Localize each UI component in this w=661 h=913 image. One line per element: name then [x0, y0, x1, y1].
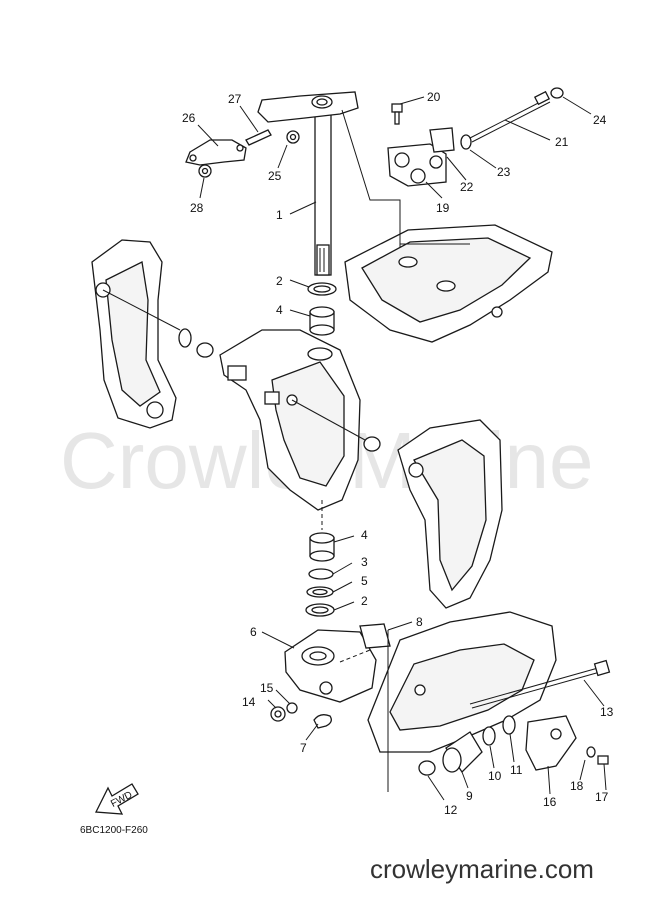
callout-24: 24: [593, 113, 607, 127]
washer-part-10[interactable]: [482, 726, 496, 746]
callout-10: 10: [488, 769, 502, 783]
clip-part-22[interactable]: [429, 127, 455, 153]
clip-part-8[interactable]: [359, 623, 391, 649]
clip-part-7[interactable]: [313, 714, 332, 729]
callout-22: 22: [460, 180, 474, 194]
washer-part-11[interactable]: [502, 715, 516, 735]
callout-4-bottom: 4: [361, 528, 368, 542]
callout-27: 27: [228, 92, 242, 106]
callout-16: 16: [543, 795, 557, 809]
site-url[interactable]: crowleymarine.com: [370, 854, 594, 884]
mount-part-9[interactable]: [442, 731, 483, 774]
callout-3: 3: [361, 555, 368, 569]
ring-part-3[interactable]: [308, 568, 334, 580]
callout-8: 8: [416, 615, 423, 629]
callout-9: 9: [466, 789, 473, 803]
steering-arm-part-6[interactable]: [284, 629, 377, 703]
washer-part-15[interactable]: [286, 702, 298, 714]
swivel-bracket: [219, 329, 361, 511]
callout-14: 14: [242, 695, 256, 709]
left-mount-bracket: [91, 239, 177, 429]
callout-23: 23: [497, 165, 511, 179]
washer-part-2-bottom[interactable]: [305, 603, 335, 617]
callout-6: 6: [250, 625, 257, 639]
bushing-right[interactable]: [363, 436, 381, 452]
fwd-label: FWD: [109, 790, 134, 810]
callout-1: 1: [276, 208, 283, 222]
bracket-part-19[interactable]: [387, 143, 447, 187]
bolt-part-17[interactable]: [597, 755, 609, 765]
bolt-part-27[interactable]: [245, 129, 272, 146]
top-tray: [344, 224, 553, 343]
callout-17: 17: [595, 790, 609, 804]
steering-shaft[interactable]: [257, 91, 359, 276]
callout-21: 21: [555, 135, 569, 149]
bushing-part-4-bottom[interactable]: [309, 532, 335, 562]
callout-2-top: 2: [276, 274, 283, 288]
callout-25: 25: [268, 169, 282, 183]
callout-20: 20: [427, 90, 441, 104]
washer-part-23[interactable]: [460, 134, 472, 150]
callout-15: 15: [260, 681, 274, 695]
callout-2-bottom: 2: [361, 594, 368, 608]
nut-part-14[interactable]: [270, 706, 286, 722]
bolt-part-13[interactable]: [469, 659, 611, 709]
cap-part-24[interactable]: [550, 87, 564, 99]
callout-12: 12: [444, 803, 458, 817]
rod-part-21[interactable]: [469, 90, 551, 143]
washer-part-12[interactable]: [418, 760, 436, 776]
callout-13: 13: [600, 705, 614, 719]
washer-part-5[interactable]: [306, 586, 334, 598]
washer-part-2-top[interactable]: [307, 282, 337, 296]
callout-28: 28: [190, 201, 204, 215]
bushing-part-4-top[interactable]: [309, 306, 335, 336]
washer-part-18[interactable]: [586, 746, 596, 758]
right-mount-bracket: [397, 419, 503, 609]
callout-4-top: 4: [276, 303, 283, 317]
callout-7: 7: [300, 741, 307, 755]
nut-part-28[interactable]: [198, 164, 212, 178]
cover-part-16[interactable]: [525, 715, 577, 771]
callout-5: 5: [361, 574, 368, 588]
nut-part-25[interactable]: [286, 130, 300, 144]
bracket-part-26[interactable]: [185, 139, 247, 166]
diagram-code: 6BC1200-F260: [80, 825, 148, 836]
callout-11: 11: [510, 763, 523, 777]
bushing-left[interactable]: [178, 328, 214, 358]
callout-26: 26: [182, 111, 196, 125]
fwd-arrow-icon: FWD: [94, 783, 139, 815]
bolt-part-20[interactable]: [391, 103, 403, 125]
callout-19: 19: [436, 201, 450, 215]
callout-18: 18: [570, 779, 584, 793]
